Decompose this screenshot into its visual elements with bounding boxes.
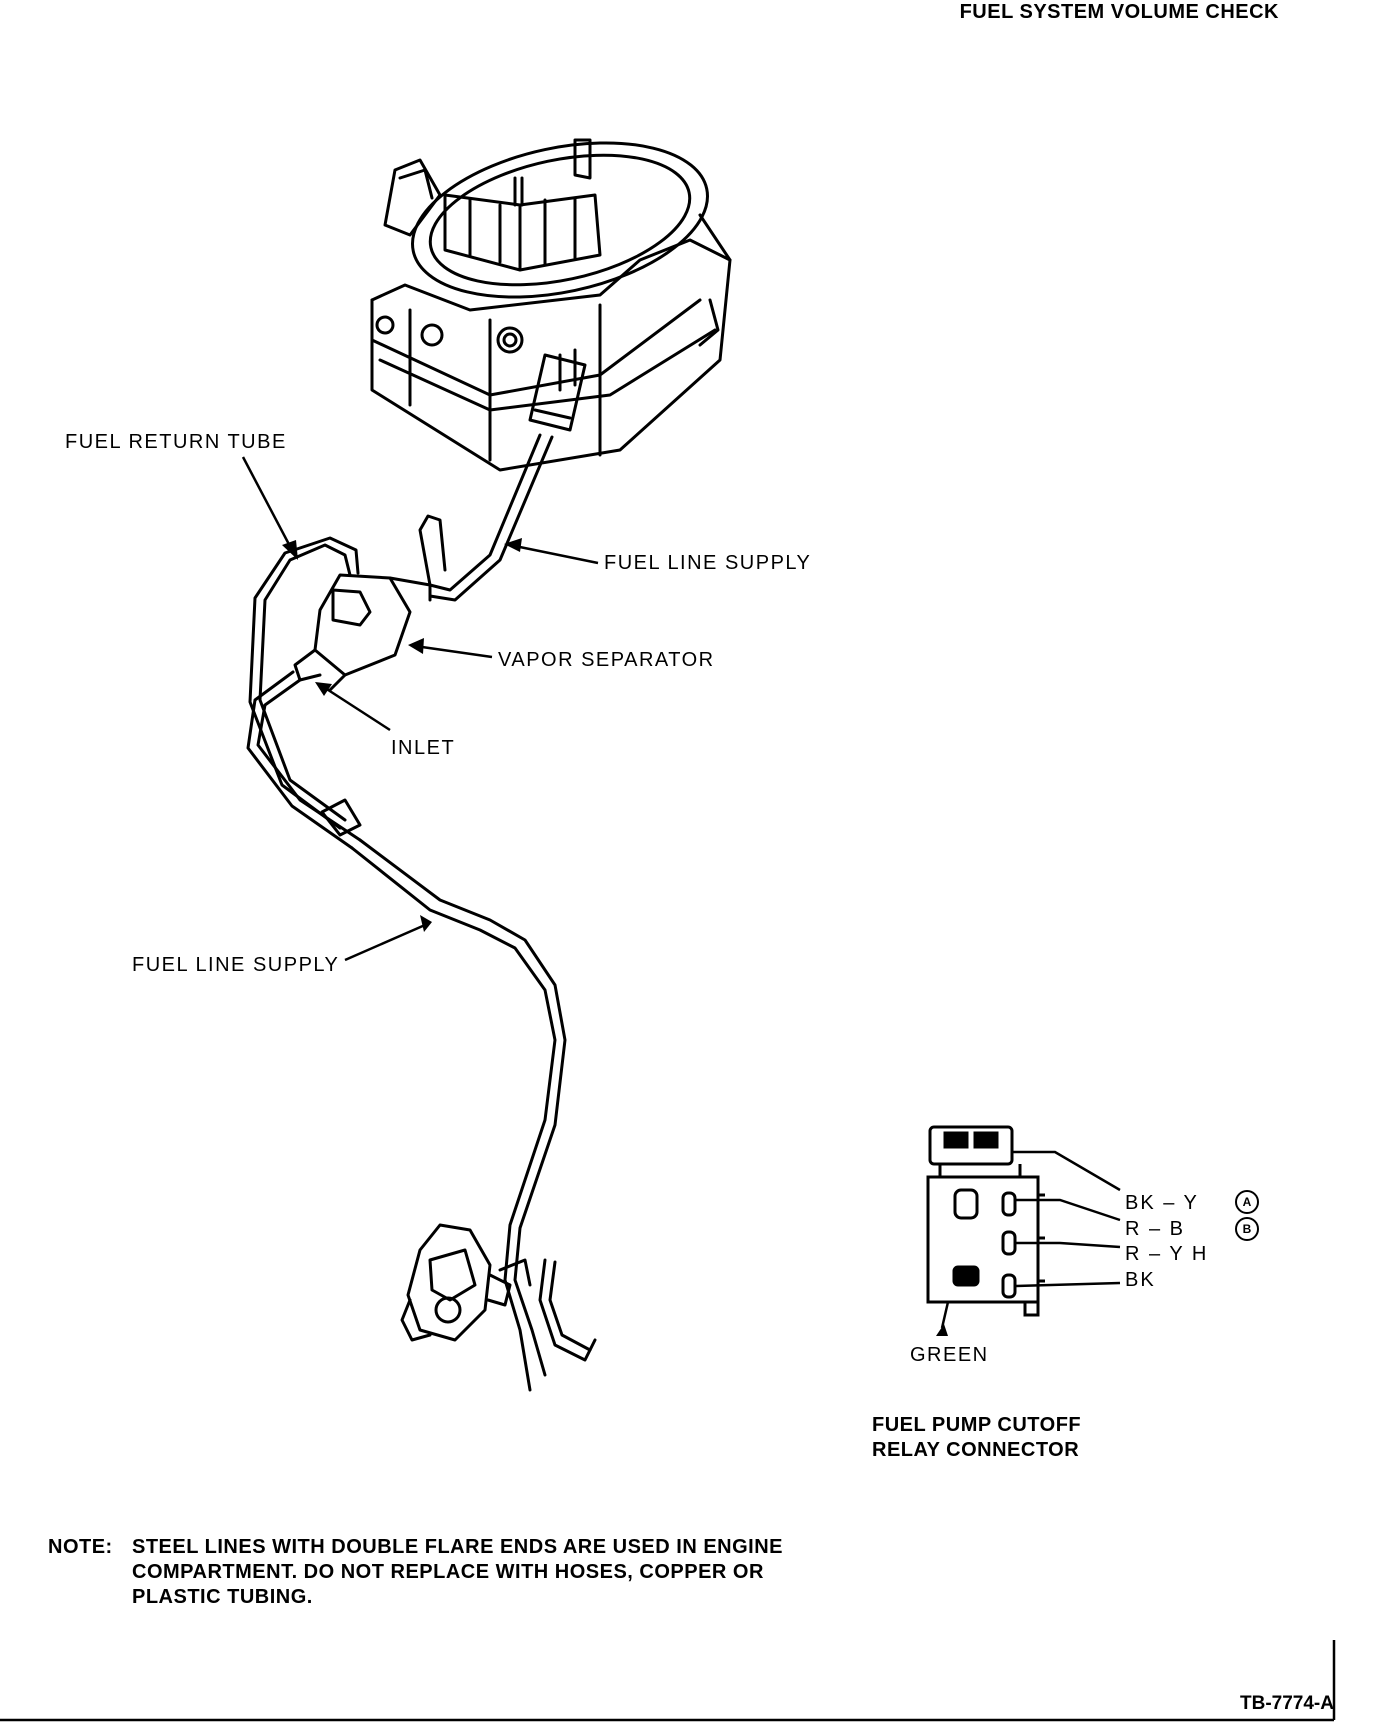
vapor-separator-drawing: [293, 573, 432, 692]
wire-label-bk-y: BK – Y: [1125, 1192, 1199, 1214]
label-fuel-line-supply-upper: FUEL LINE SUPPLY: [604, 552, 812, 574]
note-line1: STEEL LINES WITH DOUBLE FLARE ENDS ARE U…: [132, 1536, 783, 1558]
connector-caption-line2: RELAY CONNECTOR: [872, 1439, 1080, 1461]
note-line2: COMPARTMENT. DO NOT REPLACE WITH HOSES, …: [132, 1561, 764, 1583]
wire-label-r-b: R – B: [1125, 1218, 1186, 1240]
leader-fuel-return-tube: [241, 456, 295, 553]
label-fuel-line-supply-lower: FUEL LINE SUPPLY: [132, 954, 340, 976]
lower-supply-lines: [350, 838, 597, 1392]
marker-a: A: [1235, 1190, 1259, 1214]
footer-rule: [0, 1640, 1336, 1722]
label-vapor-separator: VAPOR SEPARATOR: [498, 649, 715, 671]
connector-leaders: [940, 1150, 1121, 1329]
wire-label-bk: BK: [1125, 1269, 1156, 1291]
carburetor-drawing: [370, 138, 732, 472]
fuel-pump-drawing: [400, 1223, 532, 1342]
note-line3: PLASTIC TUBING.: [132, 1586, 313, 1608]
arrowheads: [282, 538, 522, 932]
connector-color-label: GREEN: [910, 1344, 989, 1366]
marker-b: B: [1235, 1217, 1259, 1241]
leader-vapor-separator: [414, 644, 493, 659]
wire-label-r-y-h: R – Y H: [1125, 1243, 1209, 1265]
relay-connector-drawing: [926, 1125, 1045, 1317]
page-title: FUEL SYSTEM VOLUME CHECK: [959, 1, 1279, 23]
label-inlet: INLET: [391, 737, 456, 759]
note-prefix: NOTE:: [48, 1536, 113, 1558]
connector-caption: FUEL PUMP CUTOFF RELAY CONNECTOR: [872, 1413, 1081, 1463]
leader-lines: [241, 456, 599, 962]
leader-fuel-line-supply-upper: [509, 543, 599, 565]
inlet-line-drawing: [246, 670, 362, 850]
note-body: STEEL LINES WITH DOUBLE FLARE ENDS ARE U…: [132, 1535, 783, 1610]
leader-fuel-line-supply-lower: [344, 923, 426, 962]
label-fuel-return-tube: FUEL RETURN TUBE: [65, 431, 287, 453]
connector-caption-line1: FUEL PUMP CUTOFF: [872, 1414, 1082, 1436]
line-clip-drawing: [320, 798, 362, 837]
upper-supply-line: [418, 433, 554, 602]
return-tube-drawing: [248, 536, 360, 830]
leader-inlet: [321, 684, 391, 732]
figure-id: TB-7774-A: [1240, 1693, 1334, 1714]
